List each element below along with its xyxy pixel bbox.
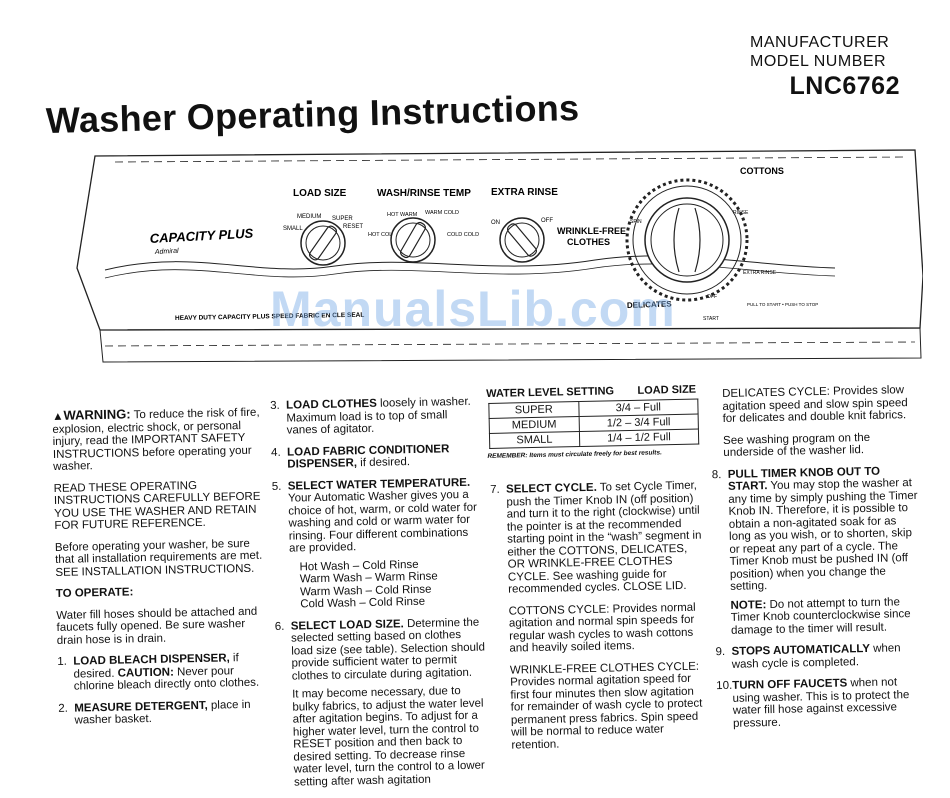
panel-brand: CAPACITY PLUS xyxy=(149,226,254,246)
step-number: 10. xyxy=(716,679,733,693)
step-number: 1. xyxy=(57,655,67,668)
manufacturer-line: MANUFACTURER xyxy=(750,34,890,51)
delicates-cycle: DELICATES CYCLE: Provides slow agitation… xyxy=(722,384,908,425)
extra-rinse-off: OFF xyxy=(541,218,553,224)
cottons-cycle: COTTONS CYCLE: Provides normal agitation… xyxy=(508,601,696,655)
cell-size: 1/4 – 1/2 Full xyxy=(579,429,699,447)
pull-push-label: PULL TO START • PUSH TO STOP xyxy=(747,302,818,307)
panel-bottom-text: HEAVY DUTY CAPACITY PLUS SPEED FABRIC EN… xyxy=(175,312,364,322)
temp-warm-cold: WARM COLD xyxy=(425,210,459,216)
steps-8-10: 8.PULL TIMER KNOB OUT TO START. You may … xyxy=(712,464,924,730)
table-header: WATER LEVEL SETTING LOAD SIZE xyxy=(486,383,706,400)
step-number: 5. xyxy=(271,480,282,493)
wrinkle-free-label: WRINKLE-FREE xyxy=(557,226,626,236)
wrinkle-cycle: WRINKLE-FREE CLOTHES CYCLE: Provides nor… xyxy=(509,660,703,752)
step-4: 4.LOAD FABRIC CONDITIONER DISPENSER, if … xyxy=(271,442,481,471)
load-small-label: SMALL xyxy=(283,226,303,232)
temp-hot-cold: HOT COLD xyxy=(368,232,396,238)
steps-1-2: 1.LOAD BLEACH DISPENSER, if desired. CAU… xyxy=(57,652,268,728)
step-heading: MEASURE DETERGENT, xyxy=(74,699,208,715)
step-8: 8.PULL TIMER KNOB OUT TO START. You may … xyxy=(712,464,922,637)
timer-knob[interactable] xyxy=(644,197,730,283)
watermark: ManualsLib.com xyxy=(270,281,676,337)
load-size-knob[interactable] xyxy=(300,220,346,266)
temp-cold-cold: COLD COLD xyxy=(447,232,479,238)
step-7-list: 7.SELECT CYCLE. To set Cycle Timer, push… xyxy=(490,480,704,597)
step-number: 7. xyxy=(490,483,500,496)
extra-rinse-label: EXTRA RINSE xyxy=(491,187,558,198)
start-label: START xyxy=(703,316,719,322)
off-label: OFF xyxy=(707,294,717,300)
step-5: 5.SELECT WATER TEMPERATURE. Your Automat… xyxy=(272,476,485,611)
to-operate-heading: TO OPERATE: xyxy=(55,586,134,600)
temperature-list: Hot Wash – Cold Rinse Warm Wash – Warm R… xyxy=(299,557,484,611)
before-operating: Before operating your washer, be sure th… xyxy=(54,537,263,579)
step-number: 2. xyxy=(58,702,68,715)
extra-rinse-small: EXTRA RINSE xyxy=(743,270,777,276)
wrinkle-free-clothes-label: CLOTHES xyxy=(567,237,610,247)
step-number: 4. xyxy=(270,446,281,459)
left-column: ▲WARNING: To reduce the risk of fire, ex… xyxy=(52,406,269,737)
step-text: Your Automatic Washer gives you a choice… xyxy=(287,488,477,555)
see-washing: See washing program on the underside of … xyxy=(722,431,871,459)
step-2: 2.MEASURE DETERGENT, place in washer bas… xyxy=(58,698,268,727)
model-number-line: MODEL NUMBER xyxy=(750,53,887,70)
cottons-label: COTTONS xyxy=(740,166,784,176)
step-6-more: It may become necessary, due to bulky fa… xyxy=(292,685,485,789)
hoses-text: Water fill hoses should be attached and … xyxy=(56,605,258,647)
table-note: REMEMBER: Items must circulate freely fo… xyxy=(487,449,662,460)
warning-label: WARNING: xyxy=(63,406,131,423)
col-load-size: LOAD SIZE xyxy=(637,383,697,397)
step-text: To set Cycle Timer, push the Timer Knob … xyxy=(506,479,702,596)
manufacturer-label: MANUFACTURER MODEL NUMBER xyxy=(750,33,910,71)
step-7: 7.SELECT CYCLE. To set Cycle Timer, push… xyxy=(490,480,704,597)
step-10: 10.TURN OFF FAUCETS when not using washe… xyxy=(716,676,924,730)
step-number: 3. xyxy=(270,399,280,412)
warning-icon: ▲ xyxy=(52,410,64,423)
step-number: 8. xyxy=(711,468,722,481)
step-number: 9. xyxy=(715,645,726,659)
timer-dial-ring xyxy=(625,178,749,302)
control-panel-diagram: CAPACITY PLUS Admiral LOAD SIZE SMALL ME… xyxy=(76,149,923,363)
cell-setting: SMALL xyxy=(489,431,580,449)
temp-option: Cold Wash – Cold Rinse xyxy=(300,595,426,611)
load-reset-label: RESET xyxy=(343,224,363,230)
step-text: if desired. xyxy=(356,456,411,470)
right-column: DELICATES CYCLE: Provides slow agitation… xyxy=(712,384,924,739)
col-water-level: WATER LEVEL SETTING xyxy=(486,385,615,400)
load-size-label: LOAD SIZE xyxy=(293,188,347,199)
step-1: 1.LOAD BLEACH DISPENSER, if desired. CAU… xyxy=(57,652,268,694)
model-number: LNC6762 xyxy=(789,72,900,100)
step-6: 6.SELECT LOAD SIZE. Determine the select… xyxy=(275,616,488,789)
extra-rinse-on: ON xyxy=(491,220,500,226)
load-medium-label: MEDIUM xyxy=(297,214,321,220)
load-super-label: SUPER xyxy=(332,216,353,222)
extra-rinse-knob[interactable] xyxy=(499,217,545,263)
step-9: 9.STOPS AUTOMATICALLY when wash cycle is… xyxy=(715,642,922,671)
temp-hot-warm: HOT WARM xyxy=(387,212,418,218)
note-label: NOTE: xyxy=(730,598,767,612)
note-block: NOTE: Do not attempt to turn the Timer K… xyxy=(730,595,922,637)
step-3: 3.LOAD CLOTHES loosely in washer. Maximu… xyxy=(270,396,481,438)
temperature-knob[interactable] xyxy=(390,217,436,263)
warning-paragraph: ▲WARNING: To reduce the risk of fire, ex… xyxy=(52,406,263,474)
page-title: Washer Operating Instructions xyxy=(45,86,580,141)
steps-3-6: 3.LOAD CLOTHES loosely in washer. Maximu… xyxy=(270,396,488,789)
step-number: 6. xyxy=(274,620,285,633)
middle-column: 3.LOAD CLOTHES loosely in washer. Maximu… xyxy=(270,396,488,798)
caution-label: CAUTION: xyxy=(117,666,174,680)
delicates-label: DELICATES xyxy=(627,299,673,310)
temp-label: WASH/RINSE TEMP xyxy=(377,188,471,199)
step-text: You may stop the washer at any time by s… xyxy=(728,477,918,593)
panel-brand-sub: Admiral xyxy=(154,248,180,256)
read-instructions: READ THESE OPERATING INSTRUCTIONS CAREFU… xyxy=(53,479,261,532)
cycle-column: 7.SELECT CYCLE. To set Cycle Timer, push… xyxy=(490,480,708,761)
